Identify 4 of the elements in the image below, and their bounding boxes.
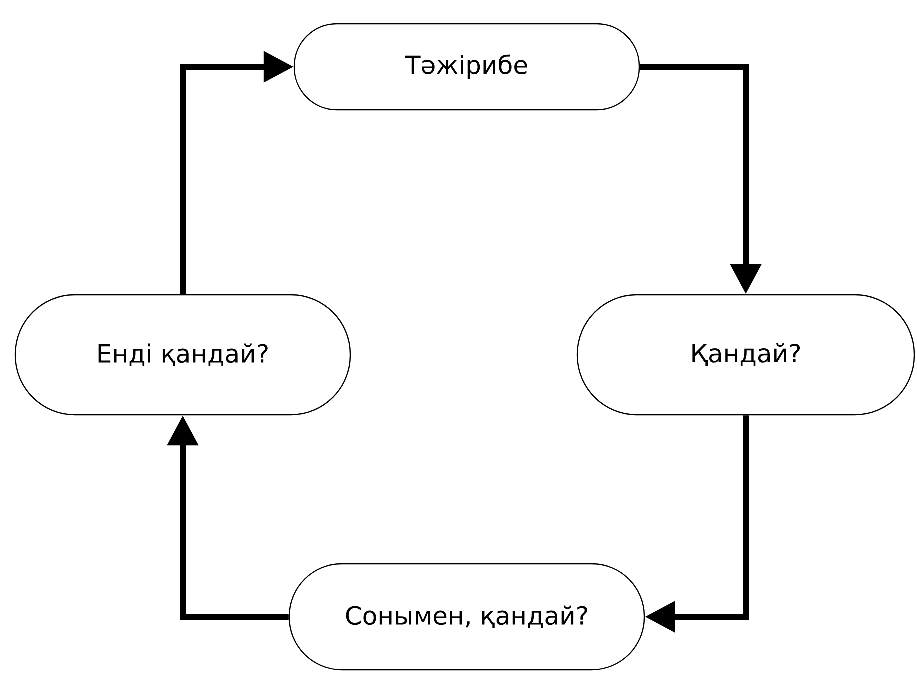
process-box: Тәжірибе xyxy=(294,23,640,111)
process-box: Сонымен, қандай? xyxy=(288,563,646,671)
process-box: Қандай? xyxy=(576,294,916,416)
process-box: Енді қандай? xyxy=(14,294,352,416)
